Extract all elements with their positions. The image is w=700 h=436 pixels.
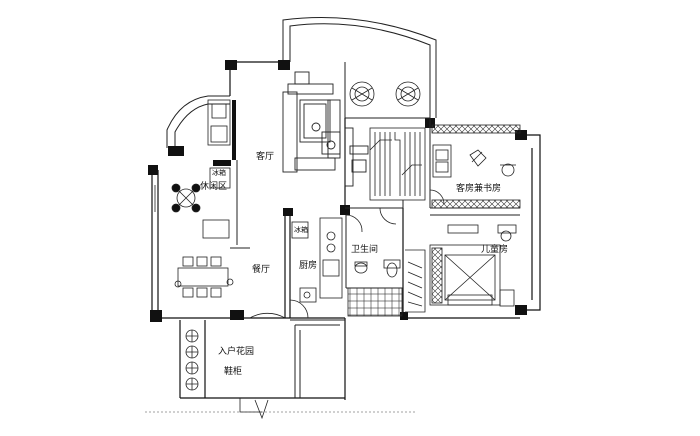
dining-table xyxy=(174,256,234,298)
kids-room-furniture xyxy=(405,224,517,313)
label-fridge-left: 冰箱 xyxy=(212,169,226,177)
tv-cabinet xyxy=(344,127,369,187)
balcony xyxy=(282,17,437,118)
leisure-furniture xyxy=(154,99,231,239)
label-shoe-cabinet: 鞋柜 xyxy=(224,367,243,377)
label-living-room: 客厅 xyxy=(256,152,275,162)
staircase xyxy=(369,127,426,201)
balcony-chairs xyxy=(349,81,421,107)
label-leisure-area: 休闲区 xyxy=(200,182,228,192)
label-dining-room: 餐厅 xyxy=(252,265,271,275)
shoe-cabinet-plants xyxy=(185,329,199,391)
label-entry-garden: 入户花园 xyxy=(218,347,255,357)
kitchen-fixtures xyxy=(289,217,343,319)
entry-door xyxy=(239,312,286,420)
label-kids-room: 儿童房 xyxy=(481,245,509,255)
guest-study-furniture xyxy=(429,124,521,209)
label-kitchen: 厨房 xyxy=(299,261,318,271)
bathroom-fixtures xyxy=(345,207,403,317)
label-guest-study: 客房兼书房 xyxy=(456,184,502,194)
label-fridge-kitchen: 冰箱 xyxy=(294,226,308,234)
label-bathroom: 卫生间 xyxy=(351,245,379,255)
living-room-sofa xyxy=(282,71,341,173)
